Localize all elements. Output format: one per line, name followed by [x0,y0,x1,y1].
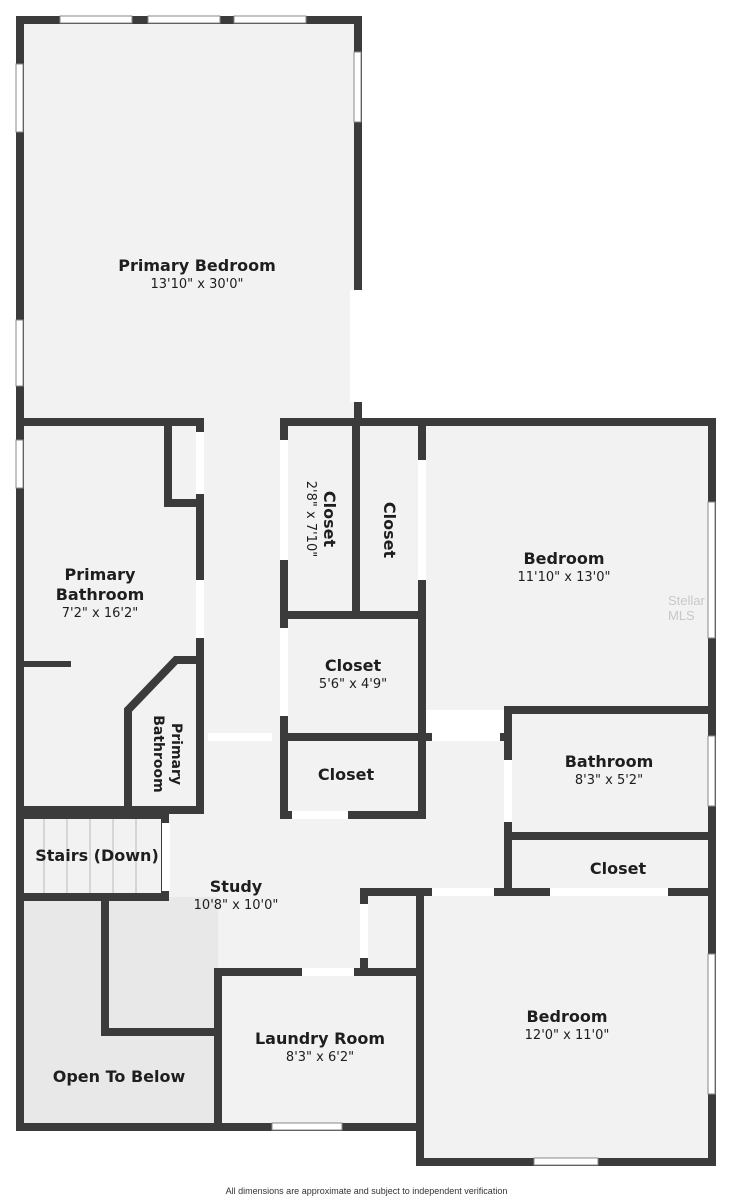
room-label-bedroom-2: Bedroom 12'0" x 11'0" [525,1007,610,1045]
bath-small-box [124,656,204,814]
room-label-study: Study 10'8" x 10'0" [194,877,279,915]
room-name: Primary Bedroom [118,256,276,275]
room-label-primary-bathroom-small: Primary Bathroom [149,715,185,793]
bedroom-1-floor [422,422,712,710]
room-dimensions: 8'3" x 5'2" [574,773,644,788]
watermark: Stellar MLS [668,593,705,623]
room-name: Closet [589,859,647,878]
window [707,501,716,639]
window [707,735,716,807]
door-opening [504,760,512,822]
outer-wall-right-block [280,418,716,1166]
window [533,1157,599,1166]
door-opening [196,580,204,638]
door-opening [432,733,500,741]
window [15,319,24,387]
room-name: Bedroom [526,1007,608,1026]
room-dimensions: 7'2" x 16'2" [61,606,139,621]
door-opening [432,888,494,896]
door-opening [208,733,272,741]
outer-wall-left-top [16,16,362,426]
room-label-closet-c: Closet 5'6" x 4'9" [319,656,387,694]
windows [15,15,716,1166]
door-opening [162,823,170,891]
room-name: Closet [380,501,399,559]
window [271,1122,343,1131]
window [707,953,716,1095]
window [59,15,133,24]
room-name: Primary Bathroom [55,565,145,604]
disclaimer: All dimensions are approximate and subje… [225,1186,508,1196]
door-opening [360,904,368,958]
closet-c-floor [284,615,422,737]
window [233,15,307,24]
room-name: Laundry Room [254,1029,386,1048]
room-dimensions: 10'8" x 10'0" [193,898,279,913]
room-label-laundry: Laundry Room 8'3" x 6'2" [255,1029,385,1067]
room-label-closet-d: Closet [318,765,374,785]
window [353,51,362,123]
door-opening [280,628,288,716]
walls [16,16,716,1166]
window [15,63,24,133]
door-opening [196,432,204,494]
closet-e-floor [508,836,712,892]
open-below-floor [20,897,218,1125]
door-opening [280,440,288,560]
room-dimensions: 13'10" x 30'0" [150,277,244,292]
room-label-stairs: Stairs (Down) [35,846,159,866]
primary-bedroom-floor [20,20,358,425]
room-dimensions: 12'0" x 11'0" [524,1028,610,1043]
door-opening [302,968,354,976]
room-label-primary-bathroom: Primary Bathroom 7'2" x 16'2" [56,565,145,623]
room-name: Open To Below [52,1067,186,1086]
room-dimensions: 11'10" x 13'0" [517,570,611,585]
room-name: Bedroom [523,549,605,568]
room-label-closet-a: Closet 2'8" x 7'10" [301,481,339,557]
room-label-primary-bedroom: Primary Bedroom 13'10" x 30'0" [118,256,276,294]
door-opening [350,290,366,402]
door-openings [162,290,668,976]
window [15,439,24,489]
room-label-closet-b: Closet [379,502,399,558]
room-name: Bathroom [564,752,654,771]
room-label-open-below: Open To Below [53,1067,186,1087]
room-dimensions: 2'8" x 7'10" [303,480,318,558]
room-name: Closet [324,656,382,675]
bathroom-floor [508,710,712,836]
room-label-bedroom-1: Bedroom 11'10" x 13'0" [518,549,611,587]
room-name: Primary Bathroom [150,715,184,793]
room-dimensions: 5'6" x 4'9" [318,677,388,692]
closet-a-floor [284,425,356,615]
room-dimensions: 8'3" x 6'2" [285,1050,355,1065]
door-opening [292,811,348,819]
room-label-bathroom: Bathroom 8'3" x 5'2" [565,752,654,790]
room-name: Stairs (Down) [35,846,159,865]
laundry-floor [218,972,420,1125]
door-opening [550,888,668,896]
stairs-floor [22,815,163,895]
stair-treads [43,815,137,895]
room-name: Study [209,877,263,896]
window [147,15,221,24]
bath-nook [164,418,204,507]
room-label-closet-e: Closet [590,859,646,879]
room-name: Closet [320,490,339,548]
bedroom-2-floor [422,892,712,1162]
door-opening [418,460,426,580]
room-name: Closet [317,765,375,784]
primary-bedroom-south-wall [16,418,204,814]
closet-b-floor [358,425,422,615]
